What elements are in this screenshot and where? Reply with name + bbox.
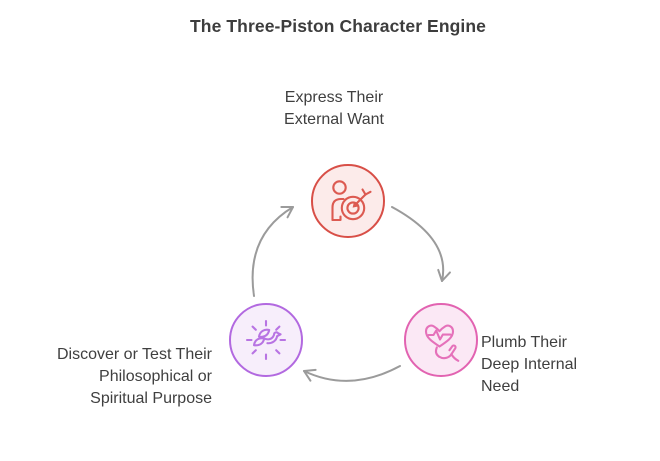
node-internal-need xyxy=(404,303,478,377)
arrow-right-to-left xyxy=(303,365,401,382)
arrow-top-to-right xyxy=(391,206,451,282)
person-target-icon xyxy=(331,180,372,222)
hand-heart-icon xyxy=(424,324,460,362)
dove-rays-icon xyxy=(245,319,287,361)
label-purpose: Discover or Test Their Philosophical or … xyxy=(56,346,212,407)
node-external-want xyxy=(311,164,385,238)
label-internal-need: Plumb Their Deep Internal Need xyxy=(481,334,578,395)
arrow-left-to-top xyxy=(251,206,294,297)
label-external-want: Express Their External Want xyxy=(284,89,384,128)
node-purpose xyxy=(229,303,303,377)
diagram-title: The Three-Piston Character Engine xyxy=(190,16,486,36)
